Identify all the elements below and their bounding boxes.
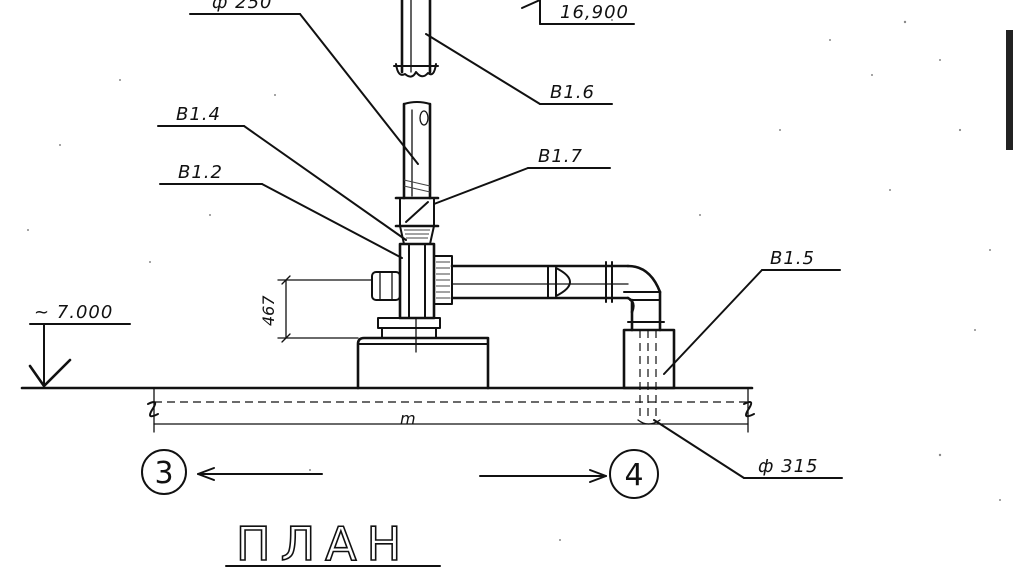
elevation-marker-top: 16,900 xyxy=(521,0,635,25)
axis-marker-3: 3 xyxy=(141,449,323,495)
leader-b14: В1.4 xyxy=(157,104,407,241)
paper-speckles xyxy=(27,19,1001,541)
shaft-b15 xyxy=(622,328,676,425)
fan-base-slab xyxy=(356,336,490,390)
elevation-top-label: 16,900 xyxy=(560,2,629,23)
leader-diameter-315: ф 315 xyxy=(653,419,843,479)
plan-title: ПЛАН xyxy=(225,516,441,572)
dimension-467: 467 xyxy=(259,275,373,343)
scan-edge-artifact xyxy=(1006,30,1013,150)
dimension-467-label: 467 xyxy=(259,295,278,326)
diameter-315-label: ф 315 xyxy=(758,456,818,477)
b16-label: В1.6 xyxy=(550,82,595,103)
leader-b17: В1.7 xyxy=(433,146,611,205)
axis-4-label: 4 xyxy=(624,458,643,493)
leader-diameter-250: ф 250 xyxy=(189,0,419,165)
horizontal-duct xyxy=(450,261,665,332)
b12-label: В1.2 xyxy=(178,162,223,183)
axis-3-label: 3 xyxy=(154,456,173,491)
diameter-250-label: ф 250 xyxy=(212,0,272,13)
b14-label: В1.4 xyxy=(176,104,221,125)
plan-title-text: ПЛАН xyxy=(236,517,411,571)
fan-unit xyxy=(371,242,453,353)
elevation-marker-left: ~ 7.000 xyxy=(28,302,131,388)
leader-b15: В1.5 xyxy=(663,248,841,375)
vertical-riser-lower xyxy=(402,101,432,200)
span-dimension-label: m xyxy=(400,409,416,428)
floor-slab xyxy=(20,386,755,433)
elevation-left-label: ~ 7.000 xyxy=(34,302,113,323)
b17-label: В1.7 xyxy=(538,146,583,167)
axis-marker-4: 4 xyxy=(479,449,659,499)
leader-b16: В1.6 xyxy=(425,33,613,105)
b15-label: В1.5 xyxy=(770,248,815,269)
leader-b12: В1.2 xyxy=(159,162,403,259)
